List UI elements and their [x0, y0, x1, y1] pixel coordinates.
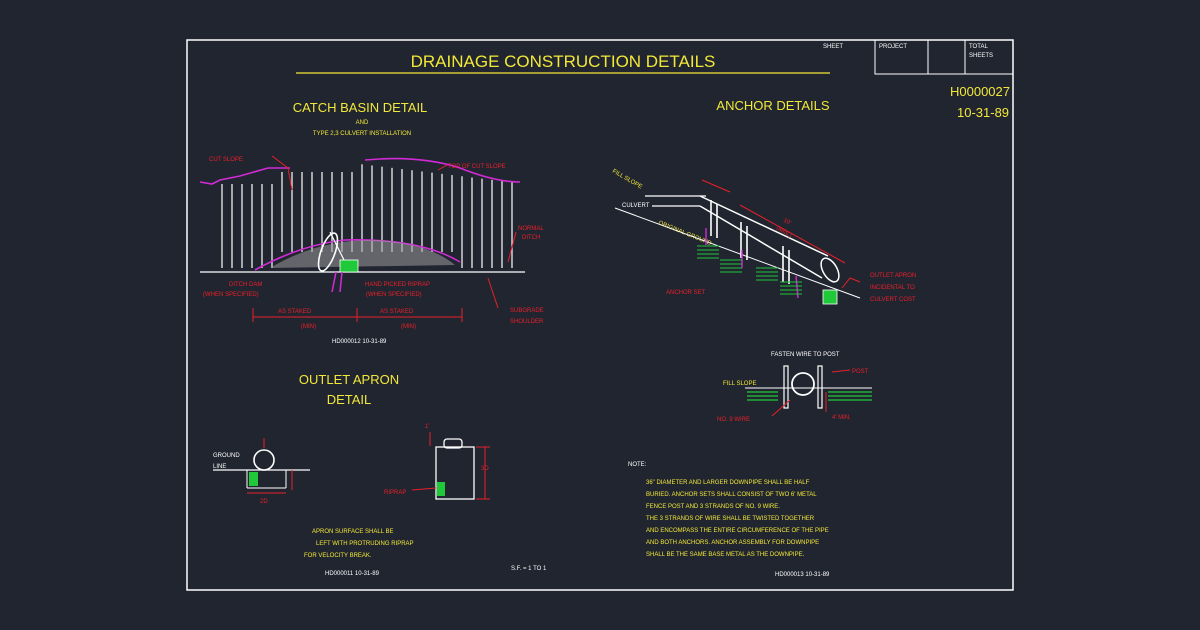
project-label: PROJECT [879, 44, 907, 50]
label-riprap: HAND PICKED RIPRAP [365, 282, 430, 288]
label-cut-slope: CUT SLOPE [209, 157, 243, 163]
anchor-title: ANCHOR DETAILS [716, 98, 829, 113]
label-incidental: INCIDENTAL TO [870, 285, 915, 291]
gravel-fill [270, 239, 455, 268]
apron-riprap-2 [437, 482, 445, 496]
label-ditch-dam: DITCH DAM [229, 282, 262, 288]
apron-plan [435, 446, 475, 500]
drawing-number: H0000027 [950, 84, 1010, 99]
label-riprap-apron: RIPRAP [384, 490, 406, 496]
label-culvert: CULVERT [622, 203, 650, 209]
ditch-line [254, 239, 461, 271]
catch-basin-detail: CATCH BASIN DETAIL AND TYPE 2,3 CULVERT … [199, 100, 544, 345]
label-shoulder: SHOULDER [510, 319, 544, 325]
note-line: BURIED. ANCHOR SETS SHALL CONSIST OF TWO… [646, 492, 817, 498]
as-staked-1: AS STAKED [278, 309, 312, 315]
min-2: (MIN) [401, 324, 416, 330]
note-line: FENCE POST AND 3 STRANDS OF NO. 9 WIRE. [646, 504, 780, 510]
label-culvert-cost: CULVERT COST [870, 297, 916, 303]
label-post: POST [852, 369, 869, 375]
anchor-details: ANCHOR DETAILS FILL SLOPE CULVERT ORIGIN… [611, 98, 916, 423]
as-staked-2: AS STAKED [380, 309, 414, 315]
note-lines: 36" DIAMETER AND LARGER DOWNPIPE SHALL B… [646, 480, 829, 558]
ground-hatch [697, 245, 802, 295]
note-label: NOTE: [628, 462, 647, 468]
title-block: SHEET PROJECT TOTAL SHEETS H0000027 10-3… [823, 39, 1014, 120]
note-line: SHALL BE THE SAME BASE METAL AS THE DOWN… [646, 552, 805, 558]
top-cut-slope-line [364, 157, 521, 183]
label-wire: NO. 9 WIRE [717, 417, 750, 423]
note-line: AND ENCOMPASS THE ENTIRE CIRCUMFERENCE O… [646, 528, 829, 534]
label-line: LINE [213, 464, 226, 470]
catch-basin-ref: HD000012 10-31-89 [332, 339, 387, 345]
dim-2d: 2D [260, 499, 268, 505]
outlet-title-1: OUTLET APRON [299, 372, 399, 387]
post-left [783, 365, 789, 409]
pipe-plan [443, 438, 463, 449]
label-anchor-set: ANCHOR SET [666, 290, 706, 296]
pipe-section [791, 372, 815, 396]
label-top-cut-slope: TOP OF CUT SLOPE [448, 164, 506, 170]
sheets-label: SHEETS [969, 53, 993, 59]
apron-note-2: LEFT WITH PROTRUDING RIPRAP [316, 541, 414, 547]
label-ground: GROUND [213, 453, 240, 459]
label-normal: NORMAL [518, 226, 544, 232]
label-fill-slope: FILL SLOPE [611, 169, 643, 191]
cut-hatch [221, 164, 513, 268]
riprap-block [339, 259, 359, 273]
dim-10ft: 10' [782, 218, 792, 227]
outlet-ref: HD000011 10-31-89 [325, 571, 380, 577]
scale-factor: S.F. = 1 TO 1 [511, 566, 547, 572]
outlet-apron-detail: OUTLET APRON DETAIL GROUND LINE 2D 1' 3D… [213, 372, 547, 577]
catch-basin-title: CATCH BASIN DETAIL [293, 100, 428, 115]
outlet-title-2: DETAIL [327, 392, 372, 407]
pipe-circle [253, 449, 275, 471]
catch-basin-sub2: TYPE 2,3 CULVERT INSTALLATION [313, 131, 411, 137]
dim-1ft: 1' [425, 424, 429, 430]
dim-3d: 3D [481, 466, 489, 472]
label-outlet-apron: OUTLET APRON [870, 273, 916, 279]
total-label: TOTAL [969, 44, 988, 50]
catch-basin-sub1: AND [356, 120, 369, 126]
label-ditch-dam-when: (WHEN SPECIFIED) [203, 292, 259, 298]
pipe-bottom [699, 205, 823, 279]
culvert-end [317, 232, 339, 272]
note-ref: HD000013 10-31-89 [775, 572, 830, 578]
label-4ft-min: 4' MIN. [832, 415, 851, 421]
main-title: DRAINAGE CONSTRUCTION DETAILS [411, 52, 716, 71]
apron-note-1: APRON SURFACE SHALL BE [312, 529, 393, 535]
sheet-label: SHEET [823, 44, 843, 50]
post-right [817, 365, 823, 409]
outlet-apron-block [822, 289, 838, 305]
label-riprap-when: (WHEN SPECIFIED) [366, 292, 422, 298]
label-subgrade: SUBGRADE [510, 308, 544, 314]
note-line: 36" DIAMETER AND LARGER DOWNPIPE SHALL B… [646, 480, 810, 486]
label-fasten-wire: FASTEN WIRE TO POST [771, 352, 840, 358]
min-1: (MIN) [301, 324, 316, 330]
note-line: THE 3 STRANDS OF WIRE SHALL BE TWISTED T… [646, 516, 815, 522]
note-line: AND BOTH ANCHORS. ANCHOR ASSEMBLY FOR DO… [646, 540, 819, 546]
note-block: NOTE: 36" DIAMETER AND LARGER DOWNPIPE S… [628, 462, 830, 578]
sheet-border [186, 39, 1014, 591]
title-block-box [874, 39, 1014, 75]
cut-slope-line [199, 167, 290, 185]
pipe-top [699, 195, 829, 257]
apron-note-3: FOR VELOCITY BREAK. [304, 553, 372, 559]
label-fill-slope-2: FILL SLOPE [723, 381, 756, 387]
apron-riprap-1 [249, 472, 258, 486]
drawing-date: 10-31-89 [957, 105, 1009, 120]
pipe-end [820, 257, 840, 283]
label-ditch: DITCH [522, 235, 540, 241]
